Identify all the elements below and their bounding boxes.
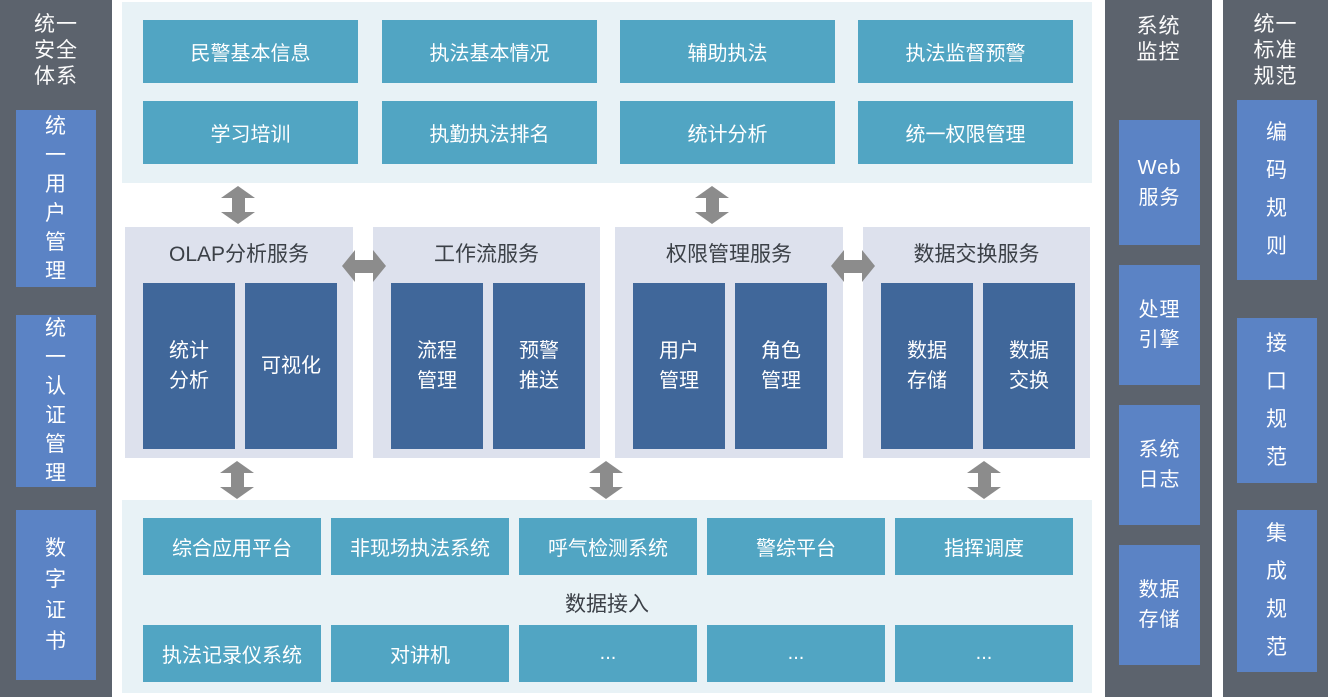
source-box-integrated-application-platform: 综合应用平台 [143, 518, 321, 575]
service-group-workflow: 工作流服务 流程 管理 预警 推送 [373, 227, 600, 458]
app-box-police-basic-info: 民警基本信息 [143, 20, 358, 83]
standards-item-integration-spec: 集 成 规 范 [1237, 510, 1317, 672]
service-box-process-management: 流程 管理 [391, 283, 483, 449]
monitor-item-processing-engine: 处理 引擎 [1119, 265, 1200, 385]
double-arrow-vertical-icon [219, 461, 255, 499]
app-box-duty-enforcement-ranking: 执勤执法排名 [382, 101, 597, 164]
double-arrow-vertical-icon [966, 461, 1002, 499]
service-box-visualization: 可视化 [245, 283, 337, 449]
standards-sidebar-title: 统一 标准 规范 [1253, 13, 1298, 88]
service-group-title: 工作流服务 [434, 243, 539, 266]
standards-item-coding-rules: 编 码 规 则 [1237, 100, 1317, 280]
app-box-unified-permission-management: 统一权限管理 [858, 101, 1073, 164]
security-sidebar-title: 统一 安全 体系 [34, 13, 78, 88]
source-box-police-comprehensive-platform: 警综平台 [707, 518, 885, 575]
double-arrow-vertical-icon [588, 461, 624, 499]
sidebar-item-unified-user-management: 统 一 用 户 管 理 [16, 110, 96, 287]
service-group-olap: OLAP分析服务 统计 分析 可视化 [125, 227, 353, 458]
double-arrow-horizontal-icon [831, 250, 875, 282]
service-group-title: 权限管理服务 [666, 243, 792, 266]
source-box-body-camera-system: 执法记录仪系统 [143, 625, 321, 682]
sidebar-item-unified-auth-management: 统 一 认 证 管 理 [16, 315, 96, 487]
monitor-item-web-service: Web 服务 [1119, 120, 1200, 245]
source-box-offsite-enforcement-system: 非现场执法系统 [331, 518, 509, 575]
source-box-ellipsis: ... [895, 625, 1073, 682]
app-box-enforcement-supervision-warning: 执法监督预警 [858, 20, 1073, 83]
sidebar-item-digital-certificate: 数 字 证 书 [16, 510, 96, 680]
source-box-intercom: 对讲机 [331, 625, 509, 682]
service-group-title: 数据交换服务 [913, 243, 1040, 266]
monitor-item-data-storage: 数据 存储 [1119, 545, 1200, 665]
service-box-role-management: 角色 管理 [735, 283, 827, 449]
monitor-item-system-log: 系统 日志 [1119, 405, 1200, 525]
double-arrow-horizontal-icon [342, 250, 386, 282]
service-group-permission: 权限管理服务 用户 管理 角色 管理 [615, 227, 843, 458]
app-box-assisted-enforcement: 辅助执法 [620, 20, 835, 83]
service-box-data-exchange: 数据 交换 [983, 283, 1075, 449]
double-arrow-vertical-icon [220, 186, 256, 224]
service-box-warning-push: 预警 推送 [493, 283, 585, 449]
service-group-title: OLAP分析服务 [168, 243, 310, 266]
service-group-data-exchange: 数据交换服务 数据 存储 数据 交换 [863, 227, 1090, 458]
service-box-user-management: 用户 管理 [633, 283, 725, 449]
source-box-ellipsis: ... [519, 625, 697, 682]
standards-item-interface-spec: 接 口 规 范 [1237, 318, 1317, 483]
service-box-statistical-analysis: 统计 分析 [143, 283, 235, 449]
service-box-data-storage: 数据 存储 [881, 283, 973, 449]
app-box-learning-training: 学习培训 [143, 101, 358, 164]
double-arrow-vertical-icon [694, 186, 730, 224]
data-access-label: 数据接入 [565, 593, 649, 616]
source-box-breath-test-system: 呼气检测系统 [519, 518, 697, 575]
app-box-enforcement-basic-status: 执法基本情况 [382, 20, 597, 83]
app-box-statistical-analysis: 统计分析 [620, 101, 835, 164]
source-box-command-dispatch: 指挥调度 [895, 518, 1073, 575]
monitoring-sidebar-title: 系统 监控 [1136, 15, 1181, 64]
source-box-ellipsis: ... [707, 625, 885, 682]
